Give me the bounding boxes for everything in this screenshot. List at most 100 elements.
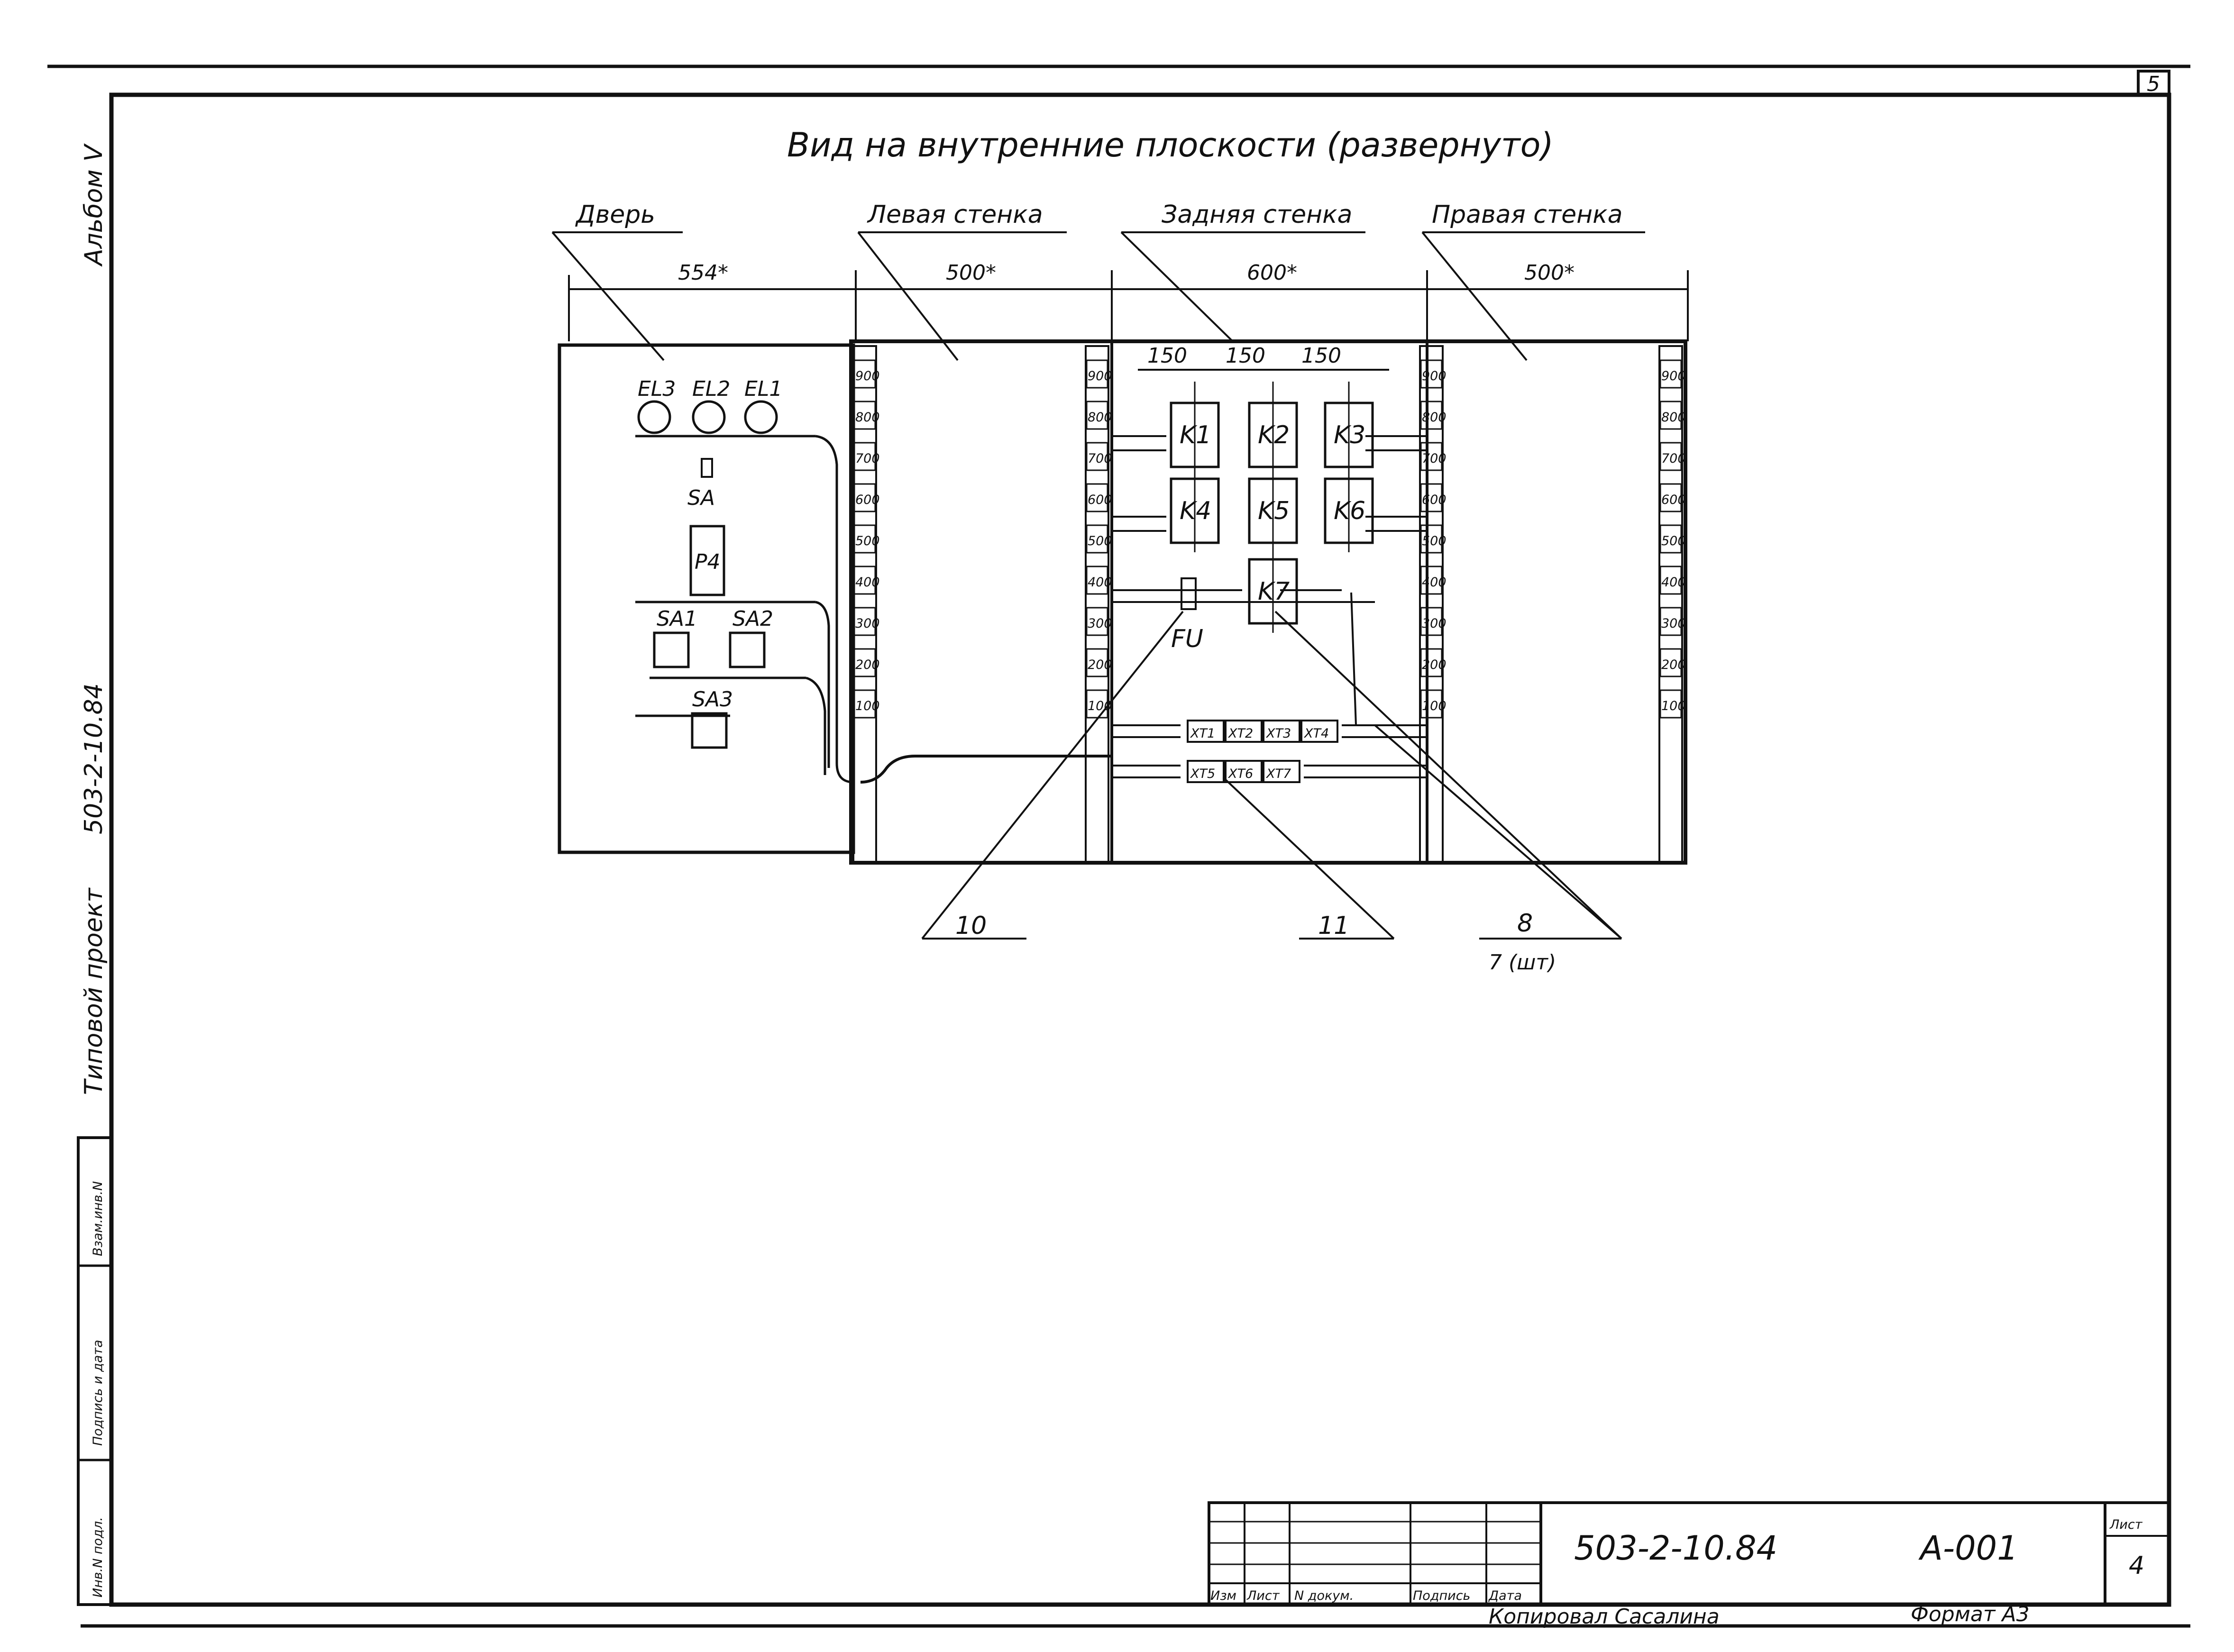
rail-mark-label: 300 bbox=[1088, 616, 1112, 631]
rail-mark-label: 400 bbox=[1088, 575, 1112, 590]
door-width: 554* bbox=[678, 261, 728, 285]
rail-mark-label: 900 bbox=[1088, 369, 1112, 383]
rail-mark-label: 700 bbox=[1661, 451, 1686, 466]
rail-mark-label: 400 bbox=[1661, 575, 1686, 590]
rail-mark-label: 100 bbox=[855, 699, 880, 713]
callout-8: 8 bbox=[1517, 909, 1533, 938]
rail-mark-label: 800 bbox=[1422, 410, 1447, 425]
rail-mark-label: 900 bbox=[1661, 369, 1686, 383]
rail-mark-box bbox=[1659, 689, 1682, 719]
control-button bbox=[653, 631, 690, 668]
rail-mark-box bbox=[1420, 566, 1443, 595]
scale-rail bbox=[852, 345, 877, 864]
rail-mark-box bbox=[853, 648, 876, 677]
lamp-label: EL1 bbox=[744, 377, 782, 401]
terminal-block bbox=[1263, 720, 1300, 743]
rail-mark-box bbox=[853, 524, 876, 554]
spacing-label: 150 bbox=[1226, 344, 1265, 368]
tb-project-code: 503-2-10.84 bbox=[1574, 1529, 1777, 1568]
rail-mark-box bbox=[1420, 442, 1443, 471]
rail-mark-box bbox=[1659, 607, 1682, 636]
rail-mark-label: 400 bbox=[855, 575, 880, 590]
spacing-label: 150 bbox=[1301, 344, 1341, 368]
scale-rail bbox=[1419, 345, 1444, 864]
door-wiring bbox=[635, 435, 1112, 784]
rail-mark-label: 600 bbox=[1422, 493, 1447, 507]
contactor bbox=[1248, 558, 1298, 625]
contactor bbox=[1170, 477, 1220, 544]
copied-by: Копировал Сасалина bbox=[1489, 1605, 1720, 1629]
switch-sa bbox=[701, 458, 713, 478]
view-title: Вид на внутренние плоскости (развернуто) bbox=[787, 126, 1554, 164]
signal-lamp bbox=[692, 400, 726, 434]
rail-mark-label: 800 bbox=[855, 410, 880, 425]
rail-mark-label: 900 bbox=[855, 369, 880, 383]
scale-rails: 900 800 700 600 500 400 300 200 100 900 800 700 600 5… bbox=[852, 345, 1686, 864]
lamp-label: EL3 bbox=[638, 377, 676, 401]
tb-sheet-label: Лист bbox=[2109, 1517, 2143, 1532]
rail-mark-box bbox=[1086, 607, 1108, 636]
tb-header-sheet: Лист bbox=[1246, 1588, 1280, 1603]
terminal-label: XT7 bbox=[1265, 767, 1291, 781]
rail-mark-label: 600 bbox=[1661, 493, 1686, 507]
button-label: SA1 bbox=[657, 607, 697, 631]
rail-mark-label: 600 bbox=[855, 493, 880, 507]
rail-mark-box bbox=[853, 689, 876, 719]
rail-mark-box bbox=[853, 359, 876, 389]
rail-mark-label: 500 bbox=[855, 534, 880, 548]
rail-mark-box bbox=[1420, 359, 1443, 389]
title-block: Изм Лист N докум. Подпись Дата 503-2-10.… bbox=[1208, 1501, 2170, 1629]
tb-drawing-number: А-001 bbox=[1918, 1529, 2018, 1568]
back-wall-width: 600* bbox=[1247, 261, 1297, 285]
callouts: 10 11 8 7 (шт) bbox=[921, 611, 1622, 975]
contactor-label: K6 bbox=[1334, 497, 1365, 525]
tb-header-signature: Подпись bbox=[1413, 1588, 1470, 1603]
rail-mark-label: 200 bbox=[1422, 657, 1447, 672]
rail-mark-label: 100 bbox=[1422, 699, 1447, 713]
left-wall-width: 500* bbox=[946, 261, 996, 285]
rail-mark-label: 100 bbox=[1661, 699, 1686, 713]
stamp-signature-date: Подпись и дата bbox=[91, 1340, 105, 1446]
rail-mark-label: 300 bbox=[855, 616, 880, 631]
control-button bbox=[691, 712, 728, 749]
relay-p4 bbox=[689, 525, 725, 596]
terminal-block bbox=[1225, 720, 1263, 743]
rail-mark-box bbox=[1420, 607, 1443, 636]
rail-mark-box bbox=[853, 607, 876, 636]
right-wall-label: Правая стенка bbox=[1432, 201, 1622, 229]
rail-mark-box bbox=[1420, 648, 1443, 677]
rail-mark-box bbox=[1086, 401, 1108, 430]
rail-mark-box bbox=[1420, 689, 1443, 719]
spacing-label: 150 bbox=[1147, 344, 1187, 368]
drawing-frame: 5 bbox=[47, 64, 2190, 1628]
button-label: SA3 bbox=[692, 687, 733, 712]
door-label: Дверь bbox=[575, 201, 655, 229]
contactor-label: K2 bbox=[1258, 421, 1290, 449]
contactor-label: K3 bbox=[1334, 421, 1365, 449]
signal-lamp bbox=[637, 400, 671, 434]
contactor bbox=[1324, 477, 1374, 544]
rail-mark-label: 600 bbox=[1088, 493, 1112, 507]
terminal-block bbox=[1225, 760, 1263, 783]
rail-mark-label: 200 bbox=[1661, 657, 1686, 672]
rail-mark-label: 500 bbox=[1088, 534, 1112, 548]
switch-label: SA bbox=[687, 486, 715, 510]
stamp-inv-original: Инв.N подл. bbox=[91, 1517, 105, 1597]
fuse-fu bbox=[1181, 577, 1197, 610]
rail-mark-box bbox=[1659, 442, 1682, 471]
scale-rail bbox=[1085, 345, 1109, 864]
cabinet-outline bbox=[849, 339, 1687, 865]
rail-mark-label: 500 bbox=[1661, 534, 1686, 548]
stamp-replace-inv: Взам.инв.N bbox=[91, 1181, 105, 1256]
callout-10: 10 bbox=[955, 912, 987, 940]
rail-mark-label: 800 bbox=[1661, 410, 1686, 425]
rail-mark-box bbox=[1086, 483, 1108, 512]
terminal-label: XT5 bbox=[1190, 767, 1215, 781]
rail-mark-label: 700 bbox=[1422, 451, 1447, 466]
contactor-label: K1 bbox=[1180, 421, 1211, 449]
tb-sheet-value: 4 bbox=[2129, 1552, 2144, 1580]
door-panel bbox=[558, 343, 855, 854]
